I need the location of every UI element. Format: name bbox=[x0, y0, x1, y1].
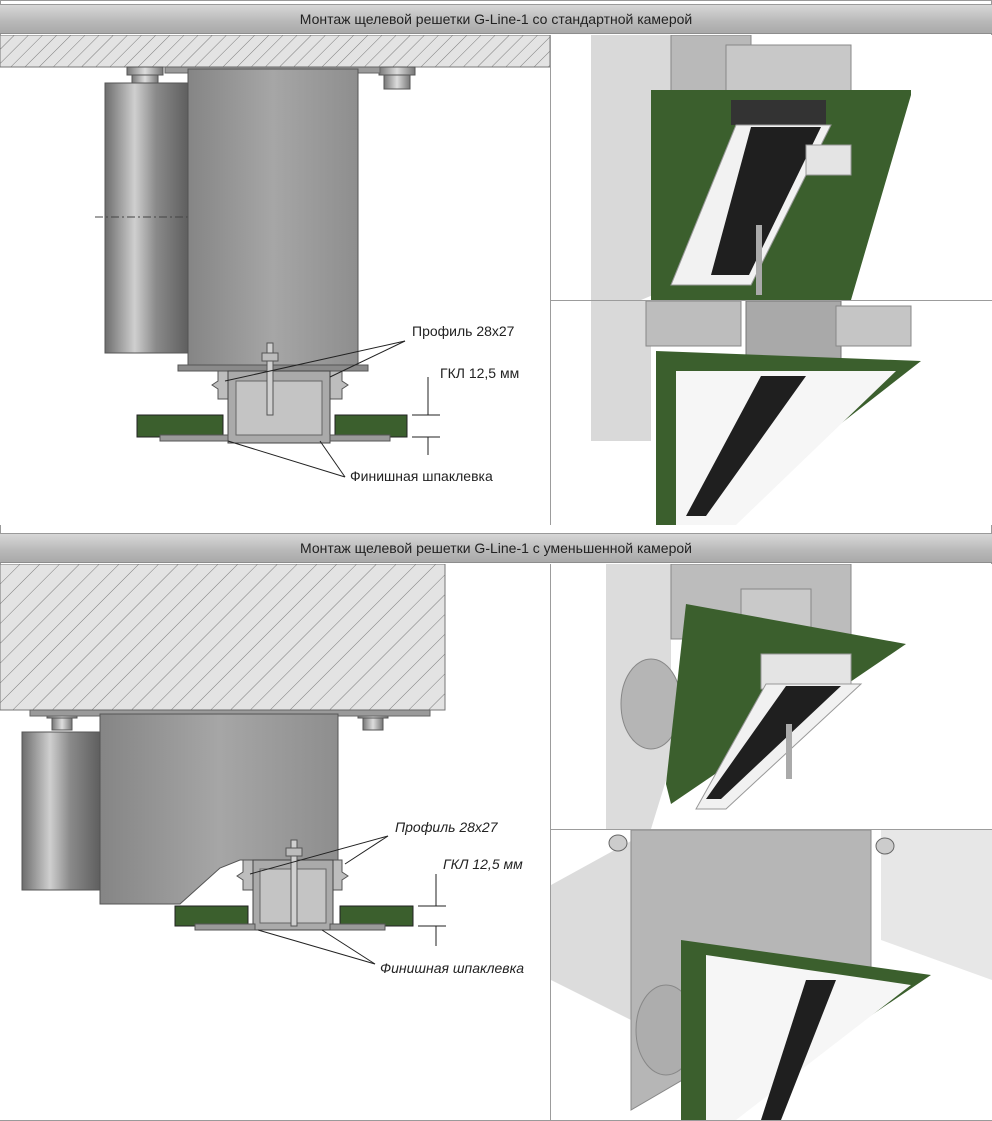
leader-lines bbox=[249, 835, 446, 965]
section-1-cross-section-drawing bbox=[0, 35, 550, 478]
drywall-left bbox=[136, 414, 224, 438]
section-1-render-top bbox=[551, 35, 992, 300]
section-1-header: Монтаж щелевой решетки G-Line-1 со станд… bbox=[0, 4, 992, 34]
section-1-render-top-image bbox=[551, 35, 992, 300]
profile-left bbox=[211, 370, 231, 400]
section-2-cross-section: Профиль 28x27 ГКЛ 12,5 мм Финишная шпакл… bbox=[0, 564, 550, 1120]
threaded-rod bbox=[266, 342, 274, 416]
ceiling-slab bbox=[0, 564, 446, 711]
section-1-profile-label: Профиль 28x27 bbox=[412, 323, 515, 339]
plenum-box bbox=[187, 68, 359, 370]
section-1-gkl-label: ГКЛ 12,5 мм bbox=[440, 365, 520, 381]
section-1-cross-section: Профиль 28x27 ГКЛ 12,5 мм Финишная шпакл… bbox=[0, 35, 550, 525]
profile-left bbox=[236, 859, 256, 891]
drywall-right bbox=[339, 905, 414, 927]
drywall-right bbox=[334, 414, 408, 438]
section-1-title: Монтаж щелевой решетки G-Line-1 со станд… bbox=[299, 11, 693, 27]
section-2-header: Монтаж щелевой решетки G-Line-1 с уменьш… bbox=[0, 533, 992, 563]
section-2-putty-label: Финишная шпаклевка bbox=[380, 960, 524, 976]
section-2-divider bbox=[550, 564, 551, 1120]
section-2-render-bottom bbox=[551, 830, 992, 1120]
section-1-render-bottom bbox=[551, 301, 992, 525]
section-2-title: Монтаж щелевой решетки G-Line-1 с уменьш… bbox=[300, 540, 692, 556]
duct-connector bbox=[21, 731, 103, 891]
section-2-gkl-label: ГКЛ 12,5 мм bbox=[443, 856, 523, 872]
section-1-putty-label: Финишная шпаклевка bbox=[350, 468, 493, 484]
section-2-profile-label: Профиль 28x27 bbox=[395, 819, 498, 835]
bolt-right bbox=[378, 66, 416, 90]
plenum-box bbox=[99, 713, 339, 905]
section-2-render-top-image bbox=[551, 564, 992, 829]
ceiling-slab bbox=[0, 35, 550, 68]
section-2-render-bottom-image bbox=[551, 830, 992, 1120]
threaded-rod bbox=[290, 839, 298, 927]
leader-lines bbox=[224, 340, 440, 478]
section-2-render-top bbox=[551, 564, 992, 829]
section-1-divider bbox=[550, 35, 551, 525]
duct-connector bbox=[104, 82, 191, 354]
section-2-cross-section-drawing bbox=[0, 564, 446, 965]
drywall-left bbox=[174, 905, 249, 927]
profile-right bbox=[329, 370, 349, 400]
section-1-render-bottom-image bbox=[551, 301, 992, 525]
